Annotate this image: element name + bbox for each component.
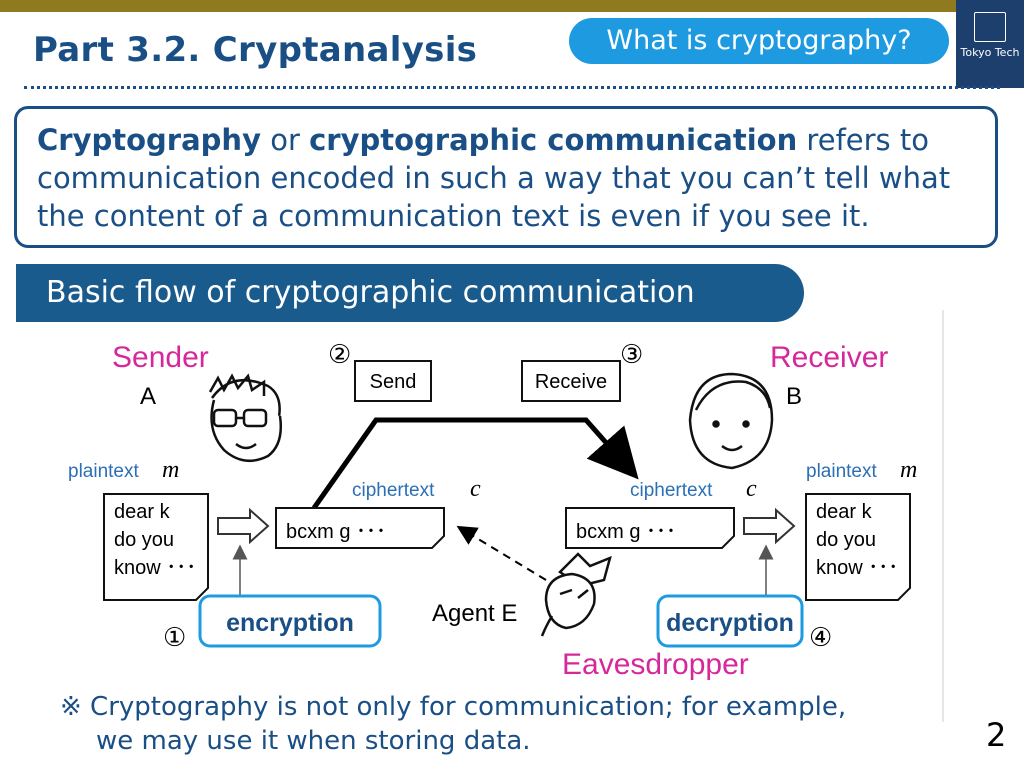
definition-connector: or [260, 123, 310, 157]
receiver-ciphertext-document [565, 507, 735, 549]
logo-emblem-icon [974, 12, 1006, 42]
encryption-box [198, 594, 382, 648]
plaintext-label-receiver: plaintext [806, 461, 877, 482]
definition-box: Cryptography or cryptographic communicat… [14, 106, 998, 248]
eavesdrop-arrow [456, 525, 547, 581]
ciphertext-label-receiver: ciphertext [630, 480, 713, 501]
step-1-marker: ① [163, 623, 186, 653]
encrypt-block-arrow-icon [217, 507, 270, 545]
send-label: Send [370, 371, 417, 393]
footnote-line-1: ※ Cryptography is not only for communica… [60, 692, 847, 722]
step-2-marker: ② [328, 340, 351, 370]
sender-ciphertext-text: bcxm g ･･･ [286, 521, 386, 543]
decrypt-block-arrow-icon [743, 507, 796, 545]
sender-plaintext-line-2: do you [114, 529, 174, 551]
receiver-ciphertext-text: bcxm g ･･･ [576, 521, 676, 543]
sender-avatar-icon [208, 373, 282, 463]
footnote-line-2: we may use it when storing data. [96, 726, 531, 756]
title-divider [24, 86, 1000, 89]
definition-text: refers to communication encoded in such … [37, 123, 951, 233]
topic-pill: What is cryptography? [569, 18, 949, 64]
definition-term-cryptography: Cryptography [37, 123, 261, 157]
receiver-plaintext-line-3: know ･･･ [816, 557, 898, 579]
tokyo-tech-logo: Tokyo Tech [956, 0, 1024, 88]
sender-plaintext-document [103, 493, 209, 601]
plaintext-label-sender: plaintext [68, 461, 139, 482]
sender-plaintext-line-3: know ･･･ [114, 557, 196, 579]
step-3-marker: ③ [620, 340, 643, 370]
definition-term-cryptographic-communication: cryptographic communication [309, 123, 798, 157]
receiver-id: B [786, 383, 802, 410]
encryption-label: encryption [226, 609, 354, 637]
logo-text: Tokyo Tech [960, 46, 1020, 59]
agent-avatar-icon [540, 552, 612, 637]
eavesdropper-label: Eavesdropper [562, 648, 749, 681]
plaintext-symbol-sender: m [162, 457, 179, 483]
footnote: ※ Cryptography is not only for communica… [60, 690, 846, 758]
receiver-plaintext-document [805, 493, 911, 601]
decryption-label: decryption [666, 609, 794, 637]
sender-label: Sender [112, 341, 209, 374]
sender-ciphertext-document [275, 507, 445, 549]
ciphertext-symbol-sender: c [470, 476, 481, 502]
receiver-plaintext-line-2: do you [816, 529, 876, 551]
decryption-box [656, 594, 804, 648]
sender-plaintext-line-1: dear k [114, 501, 171, 523]
ciphertext-symbol-receiver: c [746, 476, 757, 502]
agent-label: Agent E [432, 600, 517, 627]
receiver-plaintext-line-1: dear k [816, 501, 873, 523]
page-number: 2 [986, 716, 1007, 754]
top-accent-bar [0, 0, 1024, 12]
plaintext-symbol-receiver: m [900, 457, 917, 483]
receiver-avatar-icon [688, 372, 774, 470]
send-box [354, 360, 432, 402]
receiver-label: Receiver [770, 341, 888, 374]
receive-box [521, 360, 621, 402]
receive-label: Receive [535, 371, 607, 393]
section-heading: Basic flow of cryptographic communicatio… [16, 264, 804, 322]
step-4-marker: ④ [809, 623, 832, 653]
sender-id: A [140, 383, 156, 410]
page-title: Part 3.2. Cryptanalysis [33, 30, 478, 70]
transmission-arrow [311, 417, 639, 510]
ciphertext-label-sender: ciphertext [352, 480, 435, 501]
divider-line [942, 310, 944, 722]
